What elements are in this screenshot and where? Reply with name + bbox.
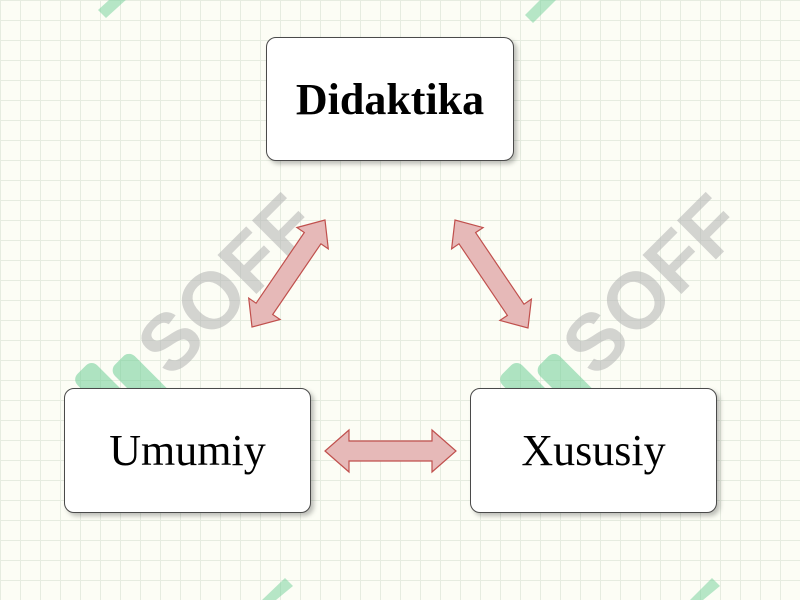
double-arrow-shape bbox=[324, 428, 457, 474]
node-didaktika: Didaktika bbox=[266, 37, 514, 161]
node-label: Didaktika bbox=[295, 74, 485, 124]
node-label: Umumiy bbox=[109, 426, 266, 475]
double-arrow-didaktika-umumiy bbox=[247, 219, 330, 328]
double-arrow-didaktika-xususiy bbox=[450, 219, 533, 329]
double-arrow-shape bbox=[247, 219, 330, 328]
node-label: Xususiy bbox=[521, 426, 666, 475]
double-arrow-shape bbox=[450, 219, 533, 329]
node-xususiy: Xususiy bbox=[470, 388, 717, 513]
double-arrow-umumiy-xususiy bbox=[324, 428, 457, 474]
node-umumiy: Umumiy bbox=[64, 388, 311, 513]
